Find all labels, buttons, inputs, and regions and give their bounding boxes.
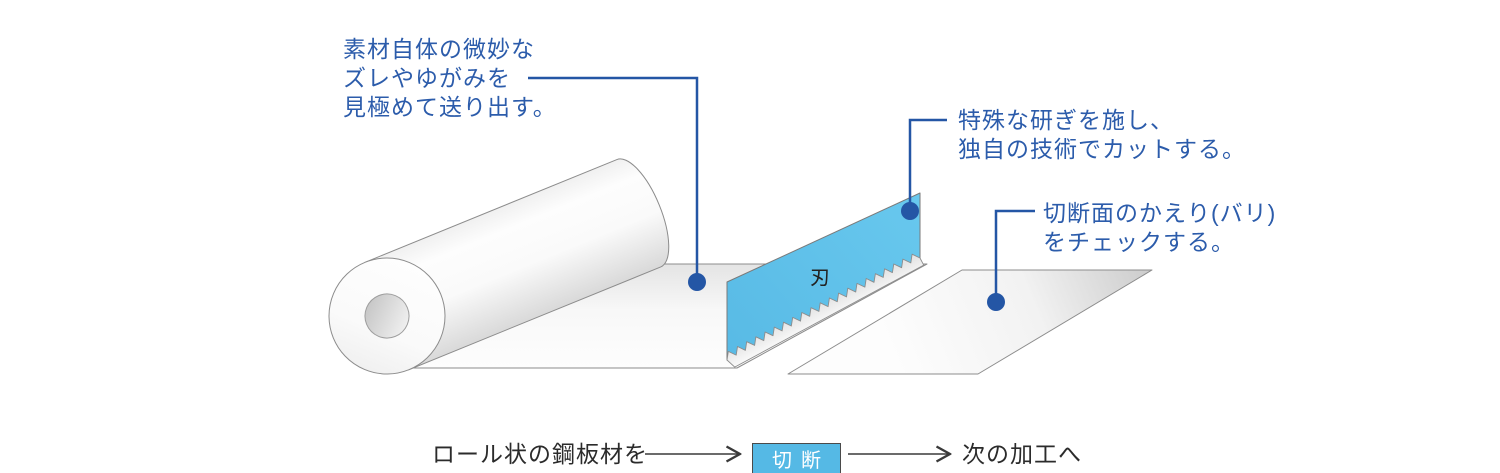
connector-line-1 <box>528 76 699 282</box>
connector-line-2 <box>908 118 947 211</box>
coil-roll <box>328 158 670 375</box>
steel-sheet-cut-piece <box>787 269 1153 375</box>
flow-next-label: 次の加工へ <box>962 441 1082 467</box>
connector-dot-3 <box>987 293 1005 311</box>
annotation-feed: 素材自体の微妙な ズレやゆがみを 見極めて送り出す。 <box>343 35 557 122</box>
annotation-burr-check-line-1: 切断面のかえり(バリ) <box>1043 200 1277 226</box>
annotation-burr-check: 切断面のかえり(バリ) をチェックする。 <box>1043 199 1276 257</box>
annotation-blade-line-2: 独自の技術でカットする。 <box>958 136 1246 162</box>
annotation-feed-line-1: 素材自体の微妙な <box>343 36 535 62</box>
connector-line-3 <box>994 209 1035 302</box>
process-box-cutting: 切断 <box>752 443 841 473</box>
process-box-label: 切断 <box>772 450 830 472</box>
annotation-feed-line-2: ズレやゆがみを <box>343 65 511 91</box>
coil-core-hole <box>364 293 410 339</box>
connector-dot-1 <box>688 273 706 291</box>
annotation-feed-line-3: 見極めて送り出す。 <box>343 94 557 120</box>
annotation-burr-check-line-2: をチェックする。 <box>1043 229 1235 255</box>
blade-teeth-band <box>726 253 925 368</box>
blade-label: 刃 <box>810 267 832 289</box>
connector-dot-2 <box>901 202 919 220</box>
annotation-blade: 特殊な研ぎを施し、 独自の技術でカットする。 <box>958 106 1246 164</box>
flow-source-label: ロール状の鋼板材を <box>432 441 648 467</box>
annotation-blade-line-1: 特殊な研ぎを施し、 <box>958 107 1174 133</box>
